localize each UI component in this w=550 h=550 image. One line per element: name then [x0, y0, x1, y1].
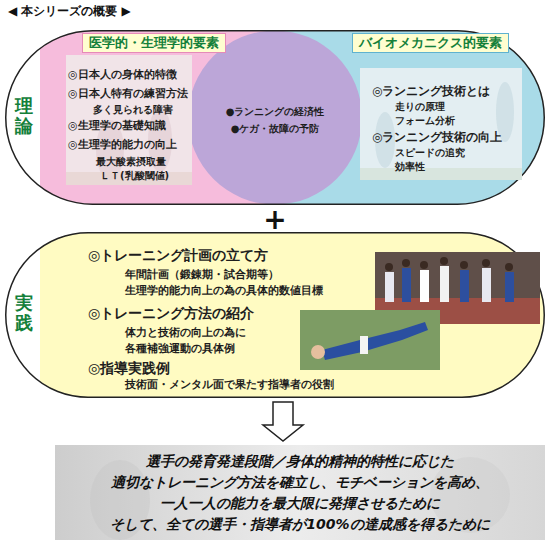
goal-line: そして、全ての選手・指導者が100%の達成感を得るために — [55, 516, 545, 533]
region-heading: バイオメカニクス的要素 — [352, 33, 509, 53]
plus-sign: + — [263, 203, 286, 237]
node-outline — [5, 232, 545, 398]
banner-ground — [55, 445, 545, 540]
band-ground — [5, 232, 545, 398]
practice-fill — [40, 232, 545, 398]
sub-item: 多く見られる障害 — [93, 104, 173, 116]
hollow-arrow — [263, 402, 303, 441]
band-ground — [5, 30, 545, 205]
node-outline — [5, 30, 545, 205]
item: ◎生理学の基礎知識 — [68, 119, 166, 132]
item: ●ランニングの経済性 — [188, 106, 362, 118]
goal-banner: 選手の発育発達段階／身体的精神的特性に応じた適切なトレーニング方法を確立し、モチ… — [55, 445, 545, 540]
sub-item: 生理学的能力向上の為の具体的数値目標 — [125, 284, 323, 297]
goal-line: 適切なトレーニング方法を確立し、モチベーションを高め、 — [55, 474, 545, 491]
item: ◎トレーニング計画の立て方 — [88, 247, 268, 264]
sub-item: 走りの原理 — [395, 101, 445, 113]
theory-band: 理論 医学的・生理学的要素 ◎日本人の身体的特徴 ◎日本人特有の練習方法多く見られる障… — [5, 30, 545, 205]
band-outline — [6, 233, 545, 398]
runners-photo — [66, 55, 192, 185]
band-outline — [6, 31, 545, 205]
practice-band: 実践 ◎トレーニング計画の立て方年間計画（鍛錬期・試合期等） 生理学的能力向上の為の… — [5, 232, 545, 398]
sub-item: 各種補強運動の具体例 — [125, 342, 235, 355]
sub-item: 体力と技術の向上の為に — [125, 326, 246, 339]
region-heading: 医学的・生理学的要素 — [82, 33, 226, 53]
item: ◎トレーニング方法の紹介 — [88, 305, 254, 322]
band-label: 実践 — [15, 293, 33, 333]
overlap-circle: ●ランニングの経済性 ●ケガ・故障の予防 — [188, 30, 362, 205]
item: ◎指導実践例 — [88, 360, 170, 377]
track-photo — [375, 252, 540, 324]
medical-region: 医学的・生理学的要素◎日本人の身体的特徴◎日本人特有の練習方法多く見られる障害◎… — [40, 30, 192, 205]
sub-item: 技術面・メンタル面で果たす指導者の役割 — [125, 378, 334, 391]
running-form-photo — [360, 68, 522, 180]
item: ◎ランニング技術の向上 — [372, 130, 502, 144]
band-fill — [5, 30, 545, 205]
item: ◎日本人特有の練習方法 — [68, 87, 188, 100]
item: ◎生理学的能力の向上 — [68, 138, 177, 151]
goal-line: 選手の発育発達段階／身体的精神的特性に応じた — [55, 453, 545, 470]
item: ◎日本人の身体的特徴 — [68, 68, 177, 81]
item: ◎ランニング技術とは — [372, 84, 490, 98]
biomech-region: バイオメカニクス的要素◎ランニング技術とは走りの原理フォーム分析◎ランニング技術… — [360, 30, 545, 205]
goal-line: 一人一人の能力を最大限に発揮させるために — [55, 495, 545, 512]
banner-photo — [90, 457, 510, 540]
diagram-title: ◀ 本シリーズの概要 ▶ — [8, 4, 131, 18]
sub-item: スピードの追究 — [395, 147, 465, 159]
stretching-photo — [300, 310, 440, 370]
item: ●ケガ・故障の予防 — [188, 123, 362, 135]
sub-item: フォーム分析 — [395, 115, 455, 127]
sub-item: 年間計画（鍛錬期・試合期等） — [125, 268, 279, 281]
sub-item: 最大酸素摂取量 — [96, 156, 166, 168]
band-fill — [5, 232, 545, 398]
sub-item: ＬＴ(乳酸閾値) — [100, 170, 169, 182]
band-label: 理論 — [15, 96, 33, 136]
overlap-fill — [188, 31, 362, 205]
sub-item: 効率性 — [395, 161, 425, 173]
